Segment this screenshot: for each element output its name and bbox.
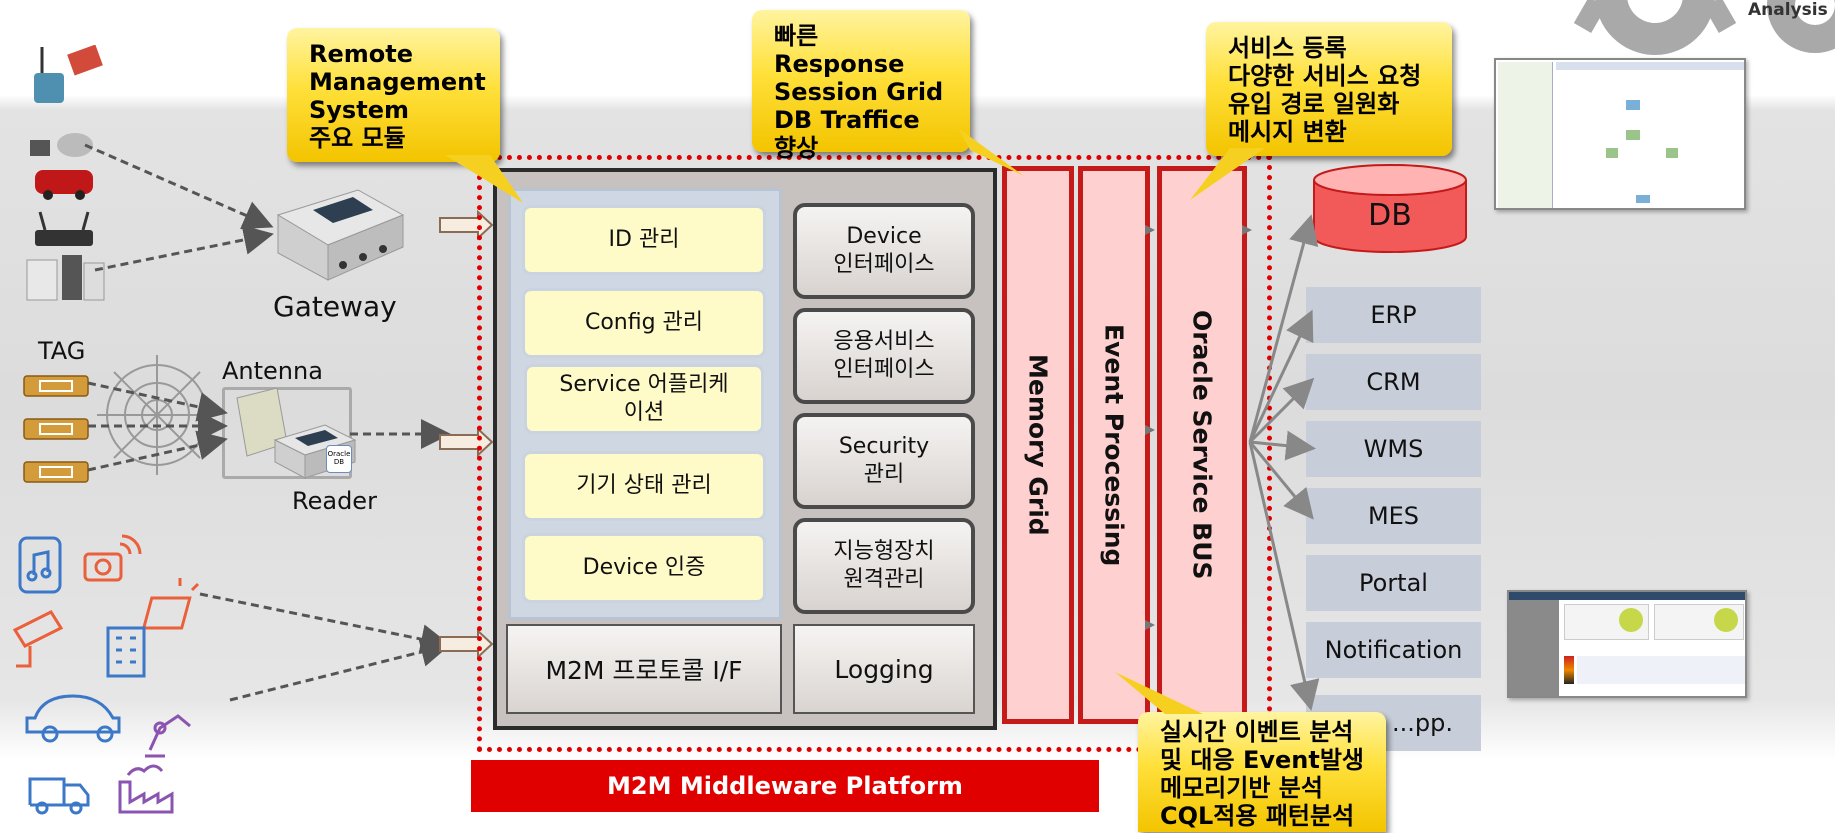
event-processing-bar: Event Processing bbox=[1078, 166, 1150, 724]
device-icons-top bbox=[30, 45, 103, 246]
module-app-service-interface: 응용서비스 인터페이스 bbox=[793, 308, 975, 404]
module-intelligent-remote: 지능형장치 원격관리 bbox=[793, 518, 975, 614]
module-config-management: Config 관리 bbox=[522, 288, 766, 358]
system-mes: MES bbox=[1306, 488, 1481, 544]
gear-icon bbox=[1573, 0, 1835, 55]
dashboard-thumbnail bbox=[1507, 590, 1747, 698]
callout-event-tail bbox=[1115, 672, 1203, 714]
module-security: Security 관리 bbox=[793, 413, 975, 509]
device-link-arrows bbox=[84, 143, 451, 702]
tag-label: TAG bbox=[38, 337, 86, 365]
system-erp: ERP bbox=[1306, 287, 1481, 343]
event-processing-label: Event Processing bbox=[1099, 323, 1129, 567]
antenna-label: Antenna bbox=[222, 357, 323, 385]
reader-label: Reader bbox=[292, 487, 377, 515]
db-label: DB bbox=[1368, 198, 1412, 233]
module-m2m-protocol: M2M 프로토콜 I/F bbox=[506, 624, 782, 714]
system-wms: WMS bbox=[1306, 421, 1481, 477]
reader-db-badge: Oracle DB bbox=[326, 445, 352, 473]
tag-icons bbox=[23, 375, 89, 483]
module-id-management: ID 관리 bbox=[522, 205, 766, 275]
platform-label: M2M Middleware Platform bbox=[607, 772, 963, 800]
memory-grid-bar: Memory Grid bbox=[1002, 166, 1074, 724]
callout-rms: Remote Management System 주요 모듈 bbox=[287, 28, 500, 162]
callout-session: 빠른 Response Session Grid DB Traffice 향상 bbox=[752, 10, 970, 162]
system-notification: Notification bbox=[1306, 622, 1481, 678]
callout-service: 서비스 등록 다양한 서비스 요청 유입 경로 일원화 메시지 변환 bbox=[1206, 22, 1452, 156]
platform-boundary bbox=[477, 155, 1272, 752]
system-crm: CRM bbox=[1306, 354, 1481, 410]
module-device-auth: Device 인증 bbox=[522, 533, 766, 603]
system-portal: Portal bbox=[1306, 555, 1481, 611]
memory-grid-label: Memory Grid bbox=[1023, 354, 1053, 536]
platform-label-bar: M2M Middleware Platform bbox=[471, 760, 1099, 812]
service-bus-label: Oracle Service BUS bbox=[1187, 310, 1217, 580]
module-device-status: 기기 상태 관리 bbox=[522, 451, 766, 521]
callout-event: 실시간 이벤트 분석 및 대응 Event발생 메모리기반 분석 CQL적용 패… bbox=[1138, 712, 1386, 832]
gateway-label: Gateway bbox=[273, 290, 397, 323]
analysis-label: Analysis bbox=[1748, 0, 1828, 20]
service-bus-fanout-arrows bbox=[1248, 214, 1320, 711]
smart-device-icons bbox=[12, 534, 200, 815]
gateway-device-icon bbox=[276, 189, 405, 281]
db-cylinder-icon bbox=[1313, 164, 1467, 253]
bar-link-arrows bbox=[1145, 225, 1252, 630]
message-flow-thumbnail bbox=[1494, 58, 1746, 210]
service-bus-bar: Oracle Service BUS bbox=[1157, 166, 1247, 724]
callout-service-tail bbox=[1190, 148, 1265, 200]
callout-rms-tail bbox=[445, 155, 523, 203]
module-logging: Logging bbox=[793, 624, 975, 714]
device-icons-appliances bbox=[26, 255, 105, 301]
module-service-application: Service 어플리케 이션 bbox=[524, 364, 764, 434]
callout-session-tail bbox=[958, 128, 1024, 176]
module-device-interface: Device 인터페이스 bbox=[793, 203, 975, 299]
